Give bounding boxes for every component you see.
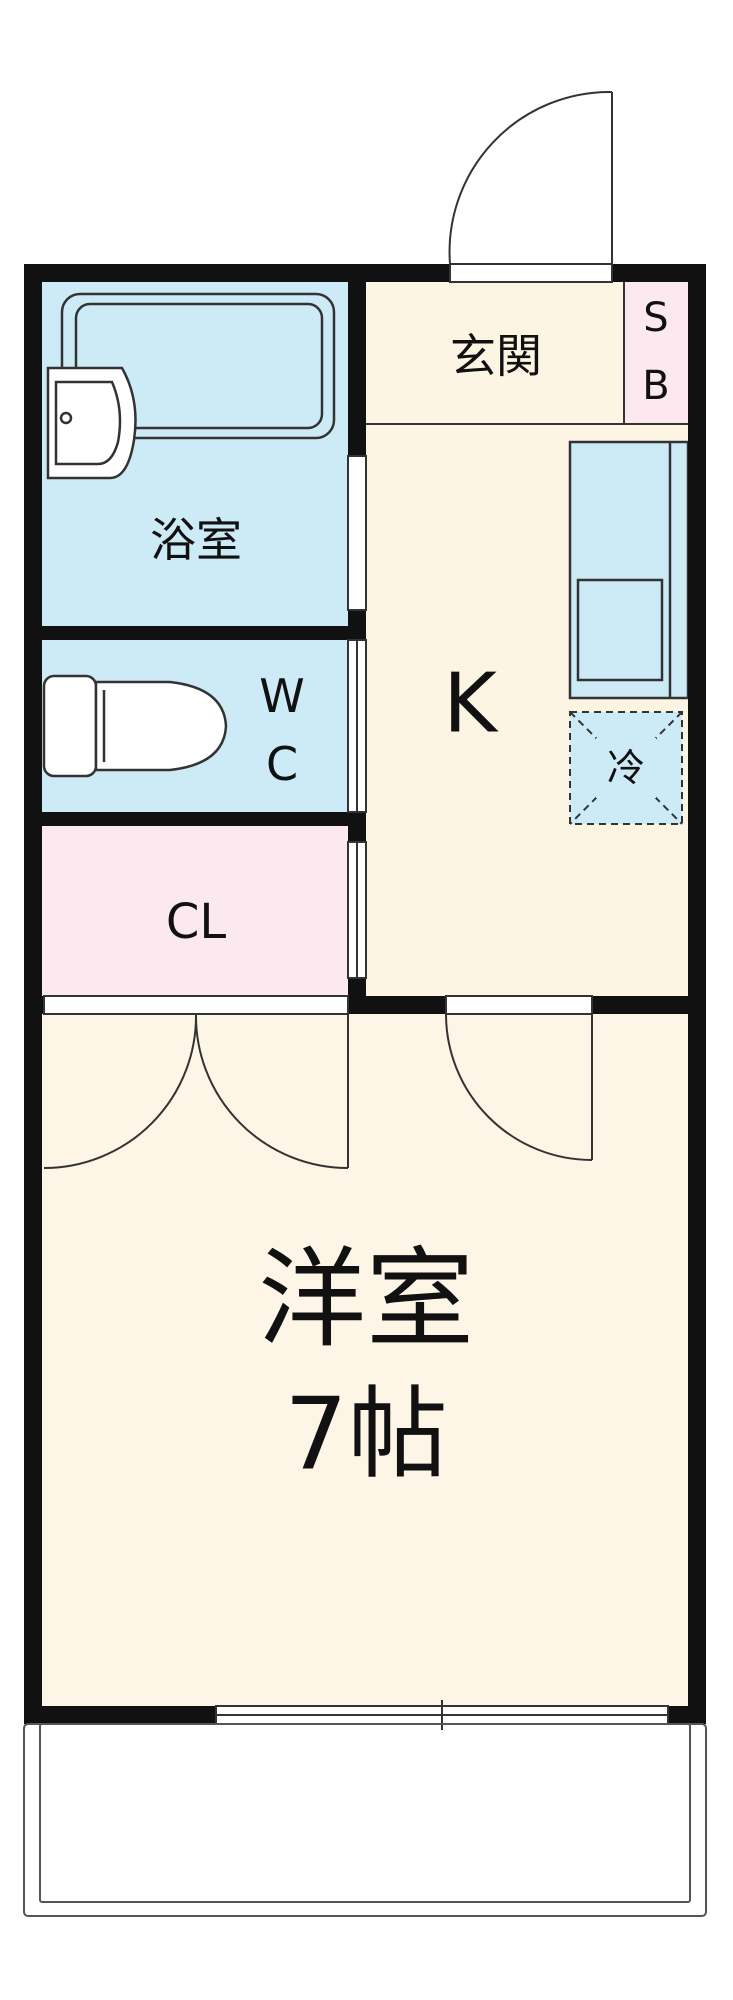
fridge-space bbox=[569, 711, 683, 825]
bath-door bbox=[347, 455, 367, 611]
shoe-box-label-s: S bbox=[643, 295, 668, 341]
fridge-label: 冷 bbox=[607, 746, 645, 790]
closet-floor bbox=[42, 826, 348, 998]
closet-label: CL bbox=[166, 894, 227, 950]
room-door bbox=[445, 995, 593, 1161]
kitchen-label: K bbox=[443, 657, 499, 752]
entrance-label: 玄関 bbox=[450, 329, 542, 383]
western-room-size-label: 7帖 bbox=[284, 1376, 448, 1493]
wc-label-w: W bbox=[259, 669, 304, 723]
sliding-door-kitchen bbox=[347, 639, 367, 979]
shoe-box-floor bbox=[624, 282, 688, 424]
western-room-floor bbox=[42, 1014, 688, 1706]
toilet bbox=[42, 674, 228, 778]
entrance-door bbox=[448, 90, 613, 283]
washbasin bbox=[46, 366, 137, 480]
shoe-box-label-b: B bbox=[642, 363, 669, 409]
bathtub bbox=[60, 292, 336, 440]
closet-doors bbox=[43, 995, 349, 1169]
bath-label: 浴室 bbox=[150, 513, 242, 567]
kitchen-counter bbox=[568, 440, 690, 700]
wc-label-c: C bbox=[266, 737, 298, 791]
balcony bbox=[23, 1723, 707, 1917]
walls bbox=[24, 264, 706, 1724]
western-room-label: 洋室 bbox=[258, 1238, 474, 1363]
